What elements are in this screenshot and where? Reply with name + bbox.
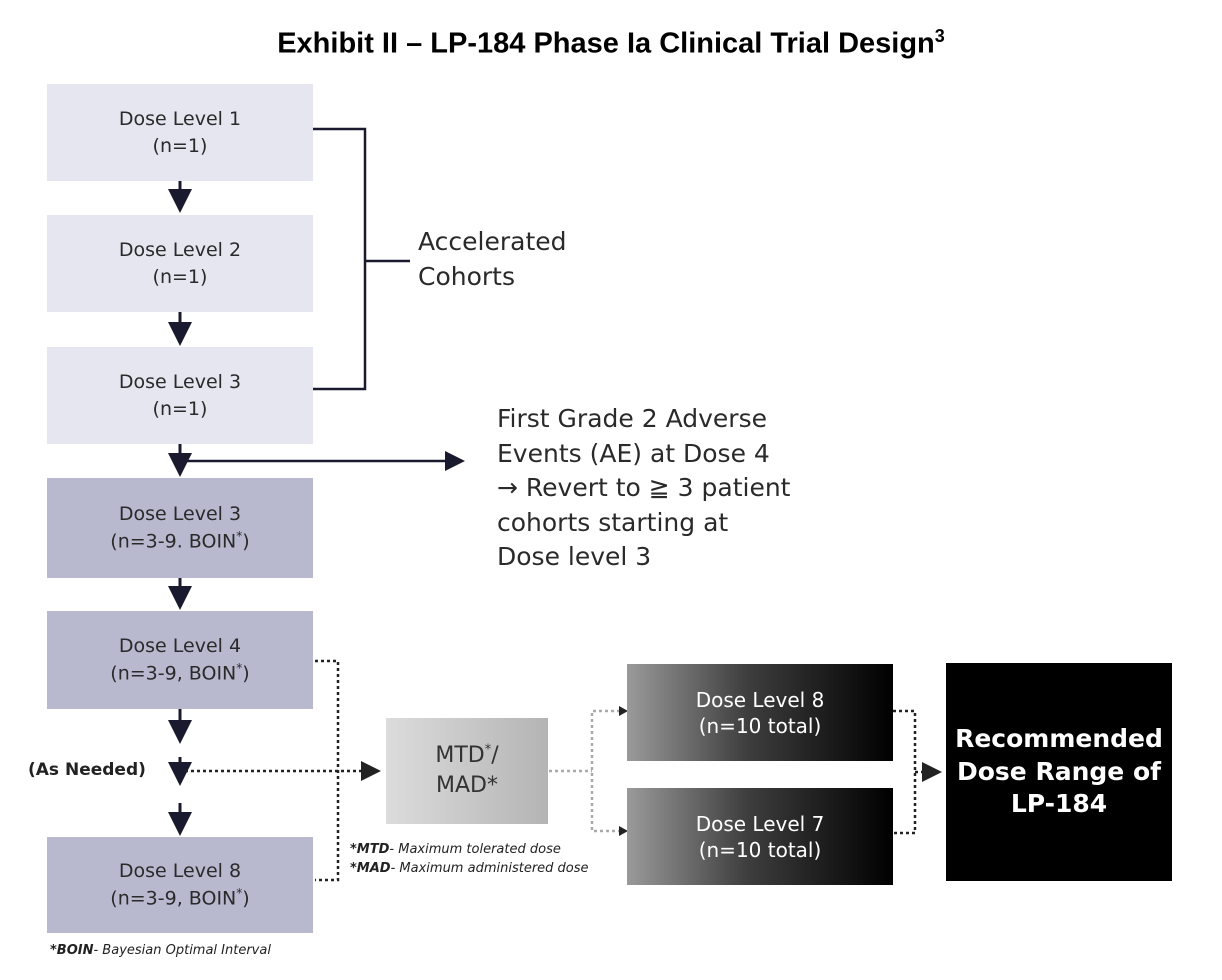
dose-level-2-n: (n=1) bbox=[152, 265, 208, 288]
adverse-event-note: First Grade 2 Adverse Events (AE) at Dos… bbox=[497, 404, 791, 571]
mtd-footnote: *MTD- Maximum tolerated dose bbox=[350, 842, 561, 857]
dose-level-4-label: Dose Level 4 bbox=[118, 635, 242, 658]
dose-level-2-box: Dose Level 2 (n=1) bbox=[47, 215, 313, 312]
dose-level-1-box: Dose Level 1 (n=1) bbox=[47, 84, 313, 181]
dose-level-8-label: Dose Level 8 bbox=[118, 860, 242, 883]
dotted-d8-to-rec bbox=[893, 709, 917, 835]
dose-level-1-label: Dose Level 1 bbox=[118, 107, 242, 130]
dose-level-3-label: Dose Level 3 bbox=[118, 370, 242, 393]
mad-footnote: *MAD- Maximum administered dose bbox=[350, 861, 589, 876]
dose-level-8-n: (n=3-9, BOIN*) bbox=[110, 885, 250, 910]
dose-level-3-boin-label: Dose Level 3 bbox=[118, 503, 242, 526]
dose-level-8-total-box: Dose Level 8 (n=10 total) bbox=[627, 664, 893, 761]
recommended-dose-range-box: Recommended Dose Range of LP-184 bbox=[946, 663, 1172, 881]
dose-level-8-box: Dose Level 8 (n=3-9, BOIN*) bbox=[47, 837, 313, 933]
mad-label: MAD* bbox=[436, 773, 498, 798]
title-footnote-ref: 3 bbox=[934, 26, 945, 46]
dose-level-3-boin-n: (n=3-9. BOIN*) bbox=[110, 528, 250, 553]
mtd-label: MTD*/ bbox=[435, 742, 499, 769]
dose-level-3-n: (n=1) bbox=[152, 397, 208, 420]
mtd-mad-box: MTD*/ MAD* bbox=[386, 718, 548, 824]
as-needed-label: (As Needed) bbox=[28, 760, 146, 780]
dose-level-2-label: Dose Level 2 bbox=[118, 238, 242, 261]
dose-level-4-box: Dose Level 4 (n=3-9, BOIN*) bbox=[47, 611, 313, 709]
dose-level-7-total-box: Dose Level 7 (n=10 total) bbox=[627, 788, 893, 885]
dose-level-3-box: Dose Level 3 (n=1) bbox=[47, 347, 313, 444]
exhibit-title-text: Exhibit II – LP-184 Phase Ia Clinical Tr… bbox=[277, 27, 935, 60]
dose-level-4-n: (n=3-9, BOIN*) bbox=[110, 660, 250, 685]
boin-footnote: *BOIN- Bayesian Optimal Interval bbox=[50, 943, 271, 958]
dotted-split bbox=[590, 709, 620, 833]
dose-level-3-boin-box: Dose Level 3 (n=3-9. BOIN*) bbox=[47, 478, 313, 578]
accelerated-bracket bbox=[313, 127, 367, 391]
dose-level-1-n: (n=1) bbox=[152, 134, 208, 157]
accelerated-cohorts-label: Accelerated Cohorts bbox=[418, 227, 567, 291]
exhibit-title: Exhibit II – LP-184 Phase Ia Clinical Tr… bbox=[0, 26, 1222, 61]
